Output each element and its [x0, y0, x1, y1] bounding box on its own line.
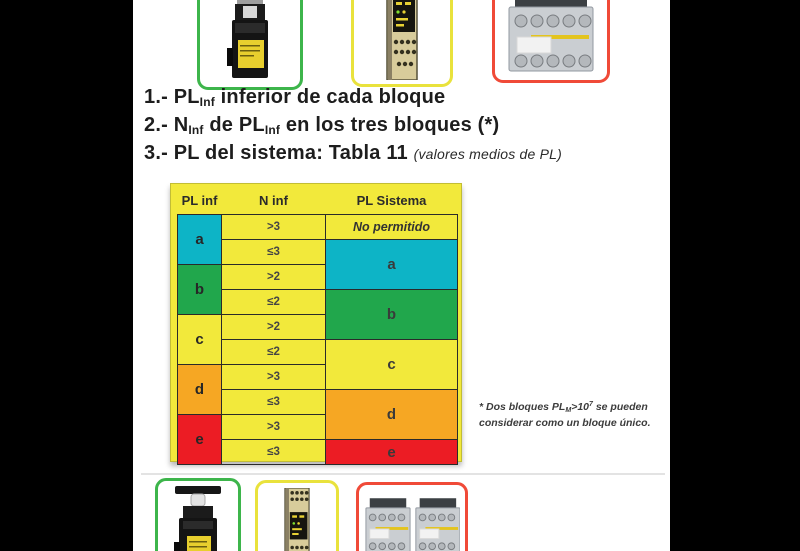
safety-limit-switch-roller-illustration	[174, 486, 221, 551]
step-2-pre: 2.- N	[144, 114, 189, 136]
footnote-superscript: 7	[589, 401, 593, 408]
table-row: e >3	[177, 414, 458, 465]
footnote-post: se pueden considerar como un bloque únic…	[479, 401, 651, 429]
cell-sys-a: a	[325, 239, 458, 290]
cell-n-gt2-b: >2	[221, 264, 326, 290]
footnote: * Dos bloques PLM>107 se pueden consider…	[479, 400, 675, 430]
cell-n-gt2-c: >2	[221, 314, 326, 340]
cell-sys-no-permitido: No permitido	[325, 214, 458, 240]
table-row: d >3	[177, 364, 458, 415]
footnote-subscript: M	[565, 407, 572, 414]
cell-n-gt3-e: >3	[221, 414, 326, 440]
cell-sys-b: b	[325, 289, 458, 340]
header-n-inf: N inf	[259, 192, 288, 208]
table-row: a >3 No permitido	[177, 214, 458, 265]
product-image-safety-limit-switch-bottom	[155, 478, 241, 551]
contactor-pair-illustration	[365, 498, 460, 551]
safety-relay-illustration	[284, 488, 310, 551]
cell-n-le3-d: ≤3	[221, 389, 326, 415]
table-row: c >2	[177, 314, 458, 365]
contactor-illustration	[508, 0, 594, 72]
product-image-safety-relay-bottom	[255, 480, 339, 551]
cell-n-le2-c: ≤2	[221, 339, 326, 365]
cell-n-le3-e: ≤3	[221, 439, 326, 465]
step-2-post: en los tres bloques (*)	[280, 114, 500, 136]
safety-limit-switch-illustration	[227, 0, 268, 78]
cell-plinf-a: a	[177, 214, 222, 265]
table-row: ≤2 b	[178, 289, 458, 340]
cell-n-gt3-d: >3	[221, 364, 326, 390]
product-image-contactor-pair-bottom	[356, 482, 468, 551]
step-2-subscript-2: Inf	[264, 123, 281, 137]
footnote-pre: * Dos bloques PL	[479, 401, 566, 413]
cell-plinf-d: d	[177, 364, 222, 415]
step-3-text: 3.- PL del sistema: Tabla 11 (valores me…	[144, 142, 562, 165]
header-pl-sistema: PL Sistema	[356, 192, 427, 208]
cell-sys-e: e	[325, 439, 458, 465]
pl-system-table: PL inf N inf PL Sistema a >3 No permitid…	[170, 183, 462, 465]
header-pl-inf: PL inf	[181, 192, 218, 208]
product-image-safety-limit-switch-top	[197, 0, 303, 90]
footnote-mid: >10	[571, 401, 589, 413]
safety-relay-illustration	[386, 0, 418, 80]
step-3-italic-note: (valores medios de PL)	[413, 146, 562, 162]
divider-line	[141, 473, 665, 475]
table-header-row: PL inf N inf PL Sistema	[178, 186, 458, 215]
step-1-pre: 1.- PL	[144, 86, 200, 108]
cell-n-gt3-a: >3	[221, 214, 326, 240]
step-1-subscript: Inf	[199, 95, 215, 109]
cell-sys-c: c	[325, 339, 458, 390]
table-row: ≤2 c	[178, 339, 458, 390]
table-row: ≤3 e	[178, 439, 458, 465]
slide-content: 1.- PLInf inferior de cada bloque 2.- NI…	[133, 0, 670, 551]
cell-plinf-e: e	[177, 414, 222, 465]
cell-n-le3-a: ≤3	[221, 239, 326, 265]
step-1-post: inferior de cada bloque	[214, 86, 446, 108]
table-row: ≤3 d	[178, 389, 458, 440]
step-2-subscript-1: Inf	[188, 123, 204, 137]
cell-n-le2-b: ≤2	[221, 289, 326, 315]
cell-plinf-c: c	[177, 314, 222, 365]
product-image-safety-relay-top	[351, 0, 453, 87]
step-2-text: 2.- NInf de PLInf en los tres bloques (*…	[144, 114, 499, 137]
step-3-main: 3.- PL del sistema: Tabla 11	[144, 142, 414, 164]
cell-sys-d: d	[325, 389, 458, 440]
step-1-text: 1.- PLInf inferior de cada bloque	[144, 86, 445, 109]
step-2-mid: de PL	[203, 114, 265, 136]
product-image-contactor-top	[492, 0, 610, 83]
cell-plinf-b: b	[177, 264, 222, 315]
